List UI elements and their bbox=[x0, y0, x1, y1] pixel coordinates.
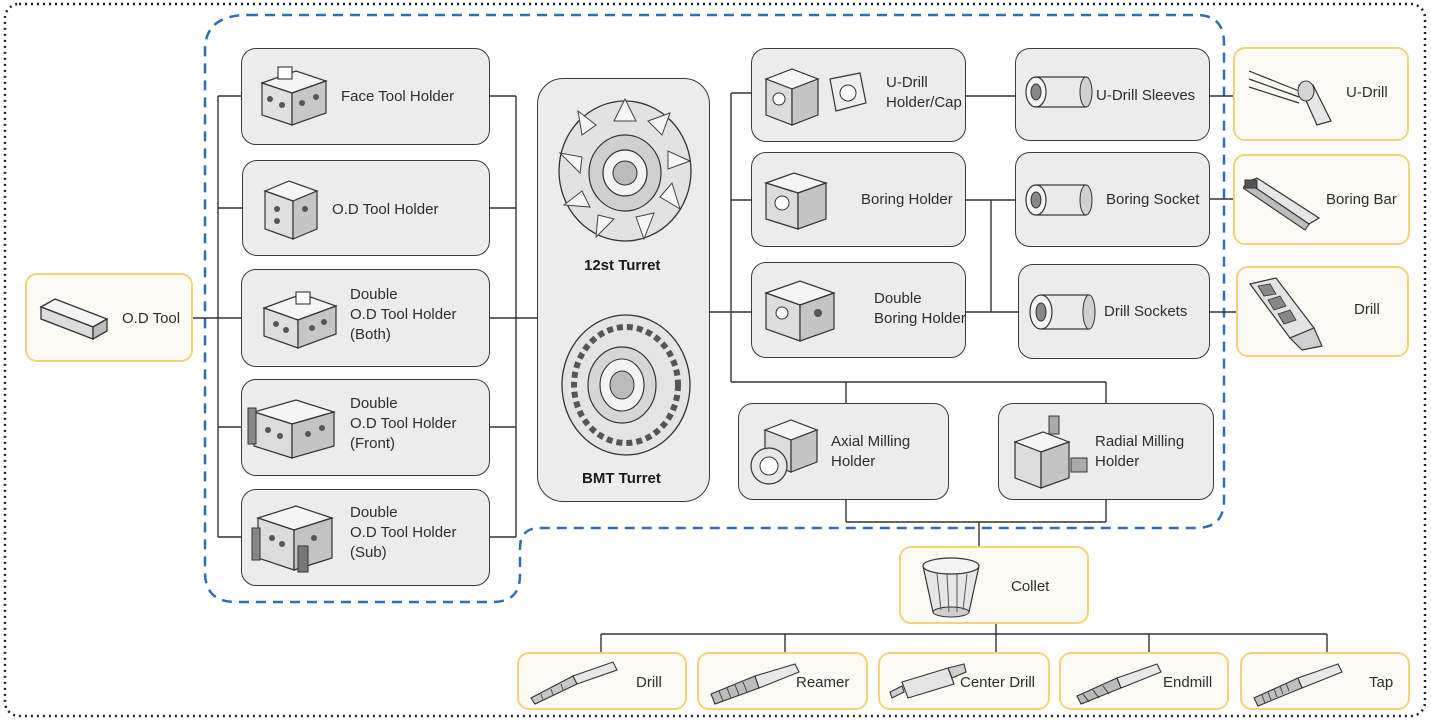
collet-drill-box[interactable]: Drill bbox=[517, 652, 687, 710]
double-od-holder-front-line2: O.D Tool Holder bbox=[350, 415, 457, 432]
double-od-holder-front-line1: Double bbox=[350, 395, 398, 412]
boring-bar-tool-icon bbox=[1243, 177, 1321, 231]
bmt-turret-icon bbox=[561, 314, 691, 456]
tap-label: Tap bbox=[1369, 674, 1394, 691]
collet-label: Collet bbox=[1011, 578, 1050, 595]
double-od-holder-both-icon bbox=[262, 291, 338, 349]
center-drill-icon bbox=[889, 663, 967, 699]
udrill-sleeves-icon bbox=[1025, 76, 1093, 108]
double-od-holder-sub-box[interactable]: Double O.D Tool Holder (Sub) bbox=[241, 489, 490, 586]
udrill-tool-box[interactable]: U-Drill bbox=[1233, 47, 1409, 141]
tap-icon bbox=[1253, 663, 1343, 707]
drill-sockets-box[interactable]: Drill Sockets bbox=[1018, 264, 1210, 359]
outer-dotted-border bbox=[3, 2, 1427, 718]
radial-milling-holder-icon bbox=[1013, 415, 1088, 489]
collet-box[interactable]: Collet bbox=[899, 546, 1089, 624]
od-tool-label: O.D Tool bbox=[122, 310, 181, 327]
collet-icon bbox=[922, 557, 980, 618]
od-tool-icon bbox=[39, 298, 109, 341]
double-od-holder-both-box[interactable]: Double O.D Tool Holder (Both) bbox=[241, 269, 490, 367]
reamer-box[interactable]: Reamer bbox=[697, 652, 868, 710]
reamer-label: Reamer bbox=[796, 674, 850, 691]
drill-tool-label: Drill bbox=[1354, 301, 1380, 318]
double-od-holder-both-line2: O.D Tool Holder bbox=[350, 306, 457, 323]
udrill-tool-label: U-Drill bbox=[1346, 84, 1388, 101]
od-tool-holder-box[interactable]: O.D Tool Holder bbox=[242, 160, 490, 256]
boring-bar-tool-label: Boring Bar bbox=[1326, 191, 1397, 208]
udrill-holder-line1: U-Drill bbox=[886, 74, 928, 91]
double-boring-holder-line1: Double bbox=[874, 290, 922, 307]
endmill-box[interactable]: Endmill bbox=[1059, 652, 1229, 710]
radial-milling-holder-box[interactable]: Radial Milling Holder bbox=[998, 403, 1214, 500]
endmill-icon bbox=[1076, 663, 1162, 705]
radial-milling-holder-line1: Radial Milling bbox=[1095, 433, 1185, 450]
double-od-holder-sub-icon bbox=[251, 505, 334, 573]
double-od-holder-both-line3: (Both) bbox=[350, 326, 391, 343]
udrill-sleeves-label: U-Drill Sleeves bbox=[1096, 87, 1196, 104]
drill-sockets-label: Drill Sockets bbox=[1104, 303, 1188, 320]
udrill-holder-icon bbox=[764, 68, 867, 126]
turret-box[interactable]: 12st Turret BMT Turret bbox=[537, 78, 710, 502]
tap-box[interactable]: Tap bbox=[1240, 652, 1410, 710]
axial-milling-holder-line1: Axial Milling bbox=[831, 433, 911, 450]
boring-bar-tool-box[interactable]: Boring Bar bbox=[1233, 154, 1410, 245]
face-tool-holder-icon bbox=[260, 66, 328, 126]
blue-dashed-region bbox=[203, 13, 1226, 604]
double-od-holder-sub-line2: O.D Tool Holder bbox=[350, 524, 457, 541]
drill-tool-box[interactable]: Drill bbox=[1236, 266, 1409, 357]
double-od-holder-both-line1: Double bbox=[350, 286, 398, 303]
double-od-holder-sub-line1: Double bbox=[350, 504, 398, 521]
reamer-icon bbox=[710, 663, 800, 705]
boring-socket-icon bbox=[1025, 184, 1093, 216]
axial-milling-holder-line2: Holder bbox=[831, 453, 876, 470]
double-od-holder-sub-line3: (Sub) bbox=[350, 544, 387, 561]
axial-milling-holder-box[interactable]: Axial Milling Holder bbox=[738, 403, 949, 500]
double-boring-holder-icon bbox=[764, 280, 836, 342]
double-od-holder-front-line3: (Front) bbox=[350, 435, 395, 452]
boring-holder-icon bbox=[764, 172, 828, 230]
center-drill-label: Center Drill bbox=[960, 674, 1036, 691]
collet-drill-icon bbox=[530, 661, 618, 705]
boring-socket-box[interactable]: Boring Socket bbox=[1015, 152, 1210, 247]
od-tool-holder-label: O.D Tool Holder bbox=[332, 201, 439, 218]
boring-holder-label: Boring Holder bbox=[861, 191, 953, 208]
radial-milling-holder-line2: Holder bbox=[1095, 453, 1140, 470]
bmt-turret-label: BMT Turret bbox=[582, 470, 661, 487]
collet-drill-label: Drill bbox=[636, 674, 662, 691]
od-tool-box[interactable]: O.D Tool bbox=[25, 273, 193, 362]
udrill-sleeves-box[interactable]: U-Drill Sleeves bbox=[1015, 48, 1210, 141]
12st-turret-icon bbox=[558, 97, 692, 242]
endmill-label: Endmill bbox=[1163, 674, 1213, 691]
drill-tool-icon bbox=[1248, 277, 1323, 351]
double-od-holder-front-box[interactable]: Double O.D Tool Holder (Front) bbox=[241, 379, 490, 476]
udrill-holder-line2: Holder/Cap bbox=[886, 94, 962, 111]
double-boring-holder-line2: Boring Holder bbox=[874, 310, 966, 327]
boring-holder-box[interactable]: Boring Holder bbox=[751, 152, 966, 247]
od-tool-holder-icon bbox=[263, 180, 319, 240]
drill-sockets-icon bbox=[1029, 294, 1096, 330]
double-od-holder-front-icon bbox=[247, 399, 337, 459]
center-drill-box[interactable]: Center Drill bbox=[878, 652, 1050, 710]
axial-milling-holder-icon bbox=[750, 419, 819, 485]
udrill-tool-icon bbox=[1248, 70, 1332, 126]
udrill-holder-box[interactable]: U-Drill Holder/Cap bbox=[751, 48, 966, 142]
face-tool-holder-box[interactable]: Face Tool Holder bbox=[241, 48, 490, 145]
12st-turret-label: 12st Turret bbox=[584, 257, 661, 274]
double-boring-holder-box[interactable]: Double Boring Holder bbox=[751, 262, 966, 358]
face-tool-holder-label: Face Tool Holder bbox=[341, 88, 455, 105]
boring-socket-label: Boring Socket bbox=[1106, 191, 1200, 208]
